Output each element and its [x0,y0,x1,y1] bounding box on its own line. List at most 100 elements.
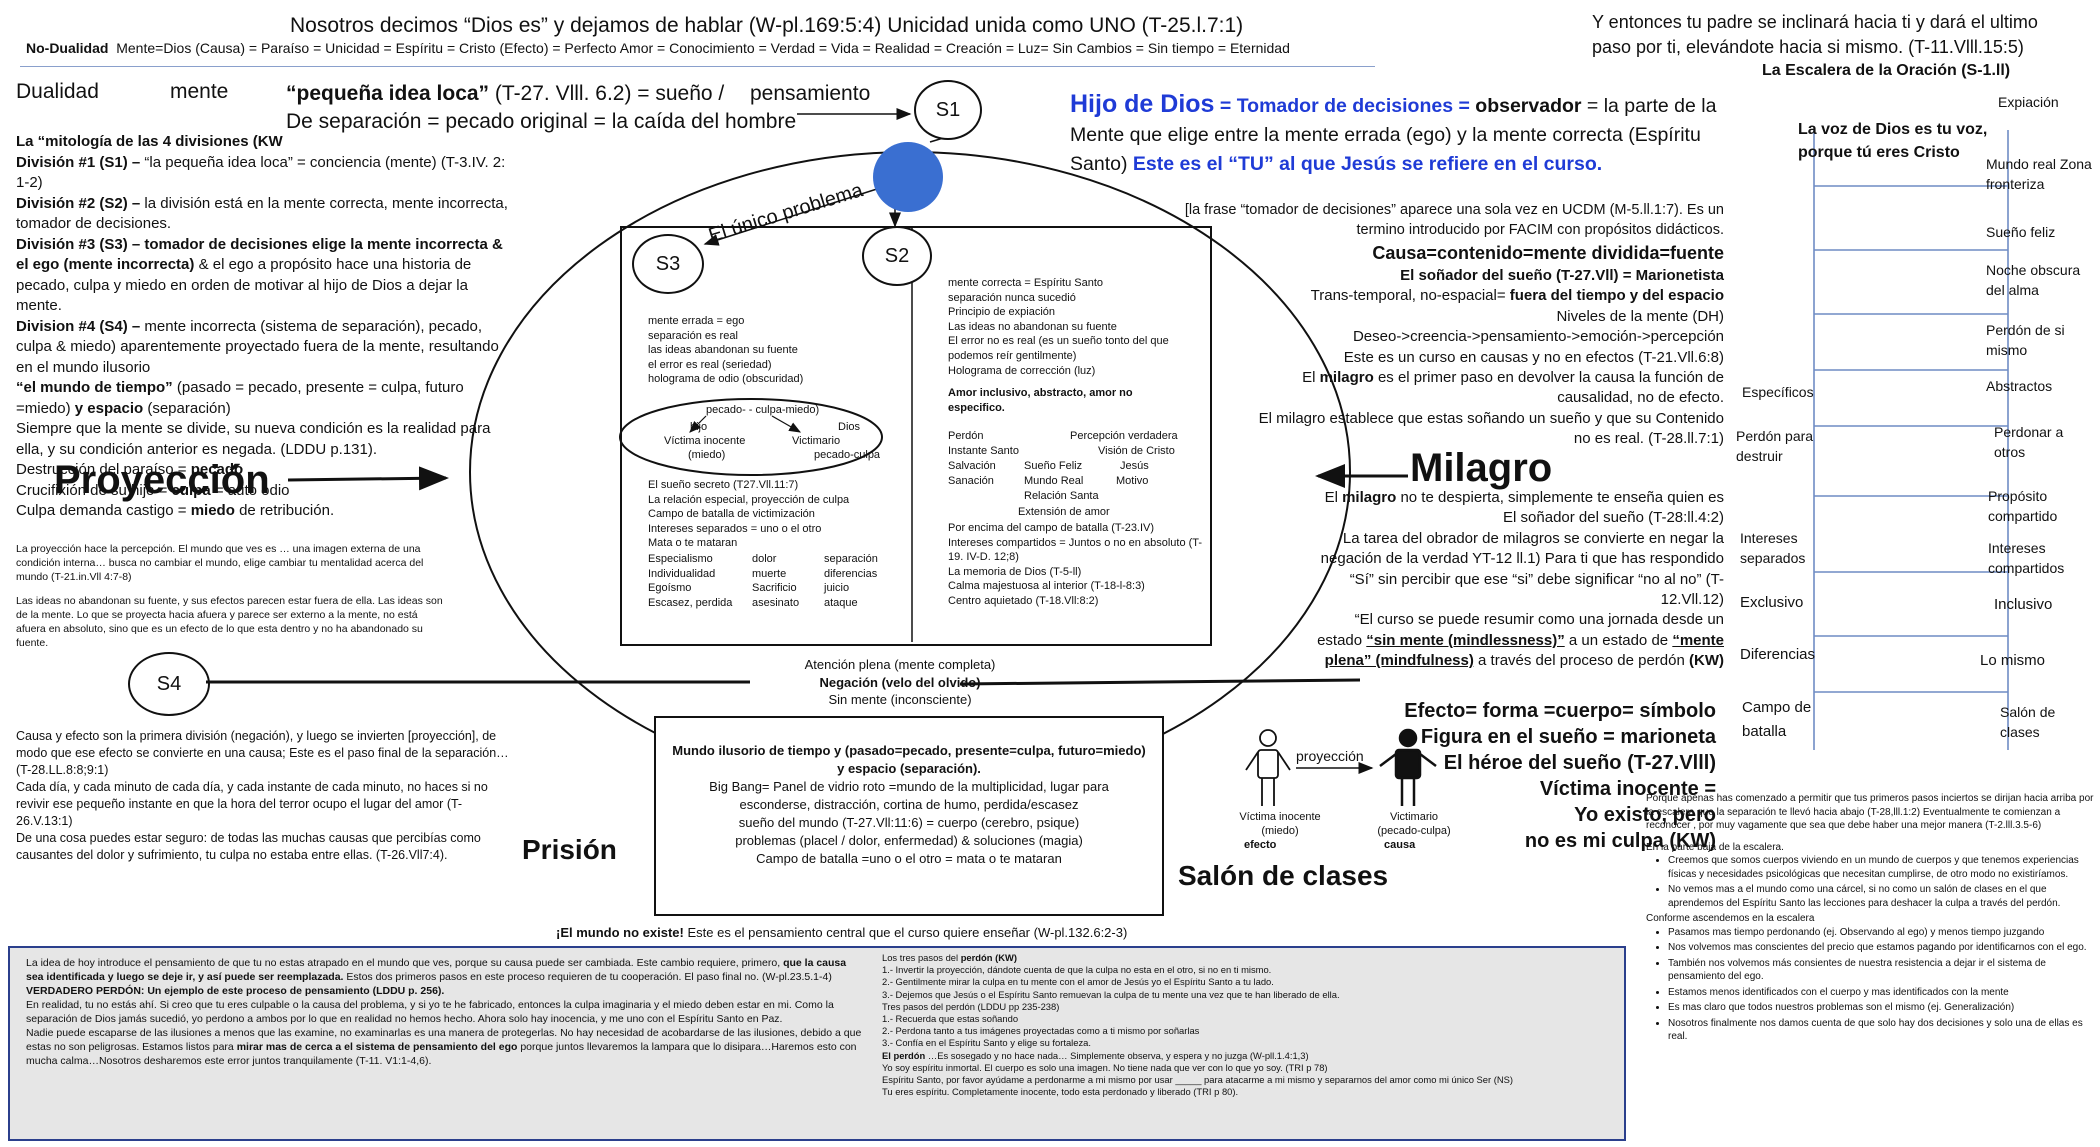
right-mind-extension: Extensión de amor [1018,506,1110,518]
wrong-mind-table-cell: ataque [824,596,858,609]
wrong-mind-item: Intereses separados = uno o el otro [648,522,822,535]
wrong-mind-table-cell: juicio [824,582,850,595]
wrong-mind-table-cell: muerte [752,567,787,580]
oval-miedo: (miedo) [688,449,726,461]
ladder-voz: La voz de Dios es tu voz, porque tú eres… [1798,121,1988,161]
ladder-mundo-real: Mundo real Zona fronteriza [1986,156,2092,192]
no-dualidad-text: Mente=Dios (Causa) = Paraíso = Unicidad … [116,40,1290,56]
forgiveness-step: 2.- Perdona tanto a tus imágenes proyect… [882,1025,1200,1037]
ladder-proposito: Propósito compartido [1988,488,2058,524]
arrow-to-s3 [703,187,881,246]
proyeccion-text: La proyección hace la percepción. El mun… [16,543,443,649]
hijo-de-dios-block: Hijo de Dios = Tomador de decisiones = o… [1070,90,1717,175]
ladder-bullet: No vemos mas a el mundo como una cárcel,… [1668,883,2096,910]
ladder-bullet: Creemos que somos cuerpos viviendo en un… [1668,854,2096,881]
ladder-perdon-para: Perdón para destruir [1736,428,1814,464]
milagro-label: Milagro [1410,446,1553,490]
right-mind-line: El error no es real (es un sueño tonto d… [948,335,1169,362]
right-mind-line: Principio de expiación [948,306,1056,319]
proyeccion-label: Proyección [54,458,270,502]
oval-victima: Víctima inocente [664,435,746,447]
ladder-intereses-comp: Intereses compartidos [1988,540,2065,576]
ladder-bullet: Nos volvemos mas conscientes del precio … [1668,941,2096,955]
mind-split-box [620,226,1212,646]
ladder-asc-list: Pasamos mas tiempo perdonando (ej. Obser… [1646,926,2096,1044]
ladder-exclusivo: Exclusivo [1740,594,1804,611]
frase-block: [la frase “tomador de decisiones” aparec… [1184,202,1724,238]
wrong-mind-table-cell: asesinato [752,596,800,609]
ladder-perdon-si: Perdón de si mismo [1986,322,2065,358]
wrong-mind-line: las ideas abandonan su fuente [648,344,798,356]
ladder-intereses-sep: Intereses separados [1740,530,1806,566]
node-s3: S3 [632,234,704,294]
wrong-mind-item: Mata o te mataran [648,537,738,550]
pensamiento-label: pensamiento [750,82,871,105]
ladder-noche: Noche obscura del alma [1986,262,2081,298]
ladder-especificos: Específicos [1742,384,1814,400]
wrong-mind-table-cell: separación [824,553,878,565]
node-s1: S1 [914,80,982,140]
mente-label: mente [170,80,229,103]
node-s4: S4 [128,652,210,716]
figures-proyeccion-label: proyección [1296,748,1364,764]
right-mind-bold: Amor inclusivo, abstracto, amor no espec… [948,387,1133,414]
victimizer-figure [1379,728,1437,806]
wrong-mind-secondary: El sueño secreto (T27.Vll.11:7)La relaci… [648,478,910,551]
efecto-block: Efecto= forma =cuerpo= símbolo Figura en… [1404,700,1716,852]
figures-victimario-label: Victimario (pecado-culpa) causa [1377,811,1451,851]
s4-line-right [959,678,1361,686]
wrong-mind-table-cell: Especialismo [648,553,713,565]
prision-label: Prisión [522,834,617,865]
right-mind-item: Calma majestuosa al interior (T-18-l-8:3… [948,580,1145,593]
ladder-text: Porque apenas has comenzado a permitir q… [1646,792,2096,1046]
wrong-mind-table-cell: Egoísmo [648,582,692,595]
victim-figure [1245,729,1291,806]
oval-pecado-culpa: pecado-culpa [814,449,881,461]
wrong-mind-table-cell: Escasez, perdida [648,596,733,609]
forgiveness-step: 3.- Dejemos que Jesús o el Espíritu Sant… [882,988,1340,1000]
bottom-left-text: La idea de hoy introduce el pensamiento … [26,957,862,1067]
ladder-expiacion: Expiación [1998,94,2059,110]
ladder-baja-list: Creemos que somos cuerpos viviendo en un… [1646,854,2096,910]
ladder-title: La Escalera de la Oración (S-1.ll) [1762,62,2011,79]
mitologia-block: La “mitología de las 4 divisiones (KW Di… [16,133,508,519]
wrong-mind-table-row: Egoísmo Sacrificio juicio [648,581,910,596]
ladder-campo: Campo de batalla [1742,699,1812,740]
right-mind-item: Intereses compartidos = Juntos o no en a… [948,536,1203,564]
figures-victima-label: Víctima inocente (miedo) efecto [1239,811,1321,851]
no-dualidad-label: No-Dualidad [26,40,109,56]
ladder-bullet: Es mas claro que todos nuestros problema… [1668,1001,2096,1015]
ladder-sueno-feliz: Sueño feliz [1986,224,2056,240]
wrong-mind-line: separación es real [648,329,738,342]
right-mind-secondary: Por encima del campo de batalla (T-23.IV… [948,521,1204,609]
ladder-inclusivo: Inclusivo [1994,596,2053,613]
oval-top: pecado- - culpa-miedo) [706,404,820,416]
bottom-right-text: Los tres pasos del perdón (KW) 1.- Inver… [882,952,1612,1098]
ladder-bullet: Pasamos mas tiempo perdonando (ej. Obser… [1668,926,2096,940]
sonador-block: El soñador del sueño (T-27.Vll) = Marion… [1258,267,1724,448]
wrong-mind-table-cell: Sacrificio [752,582,797,595]
dualidad-label: Dualidad [16,80,99,103]
ladder-bullet: Nosotros finalmente nos damos cuenta de … [1668,1017,2096,1044]
ladder-bullet: Estamos menos identificados con el cuerp… [1668,986,2096,1000]
right-mind-line: Holograma de corrección (luz) [948,364,1096,377]
wrong-mind-line: holograma de odio (obscuridad) [648,373,804,385]
wrong-mind-item: Campo de batalla de victimización [648,508,815,521]
forgiveness-step: 1.- Invertir la proyección, dándote cuen… [882,964,1272,976]
header-quote: Y entonces tu padre se inclinará hacia t… [1592,12,2038,57]
separacion-line: De separación = pecado original = la caí… [286,110,797,133]
right-mind-line: separación nunca sucedió [948,291,1076,304]
oval-hijo: hijo [690,421,708,433]
right-mind-item: Por encima del campo de batalla (T-23.IV… [948,522,1155,534]
forgiveness-step: 1.- Recuerda que estas soñando [882,1013,1019,1025]
forgiveness-step: 2.- Gentilmente mirar la culpa en tu men… [882,976,1274,988]
ladder-diferencias: Diferencias [1740,646,1816,663]
header-divider [20,66,1375,67]
right-mind-line: Las ideas no abandonan su fuente [948,320,1117,333]
wrong-mind-item: El sueño secreto (T27.Vll.11:7) [648,479,799,491]
ladder-bullet: También nos volvemos más consientes de n… [1668,957,2096,984]
